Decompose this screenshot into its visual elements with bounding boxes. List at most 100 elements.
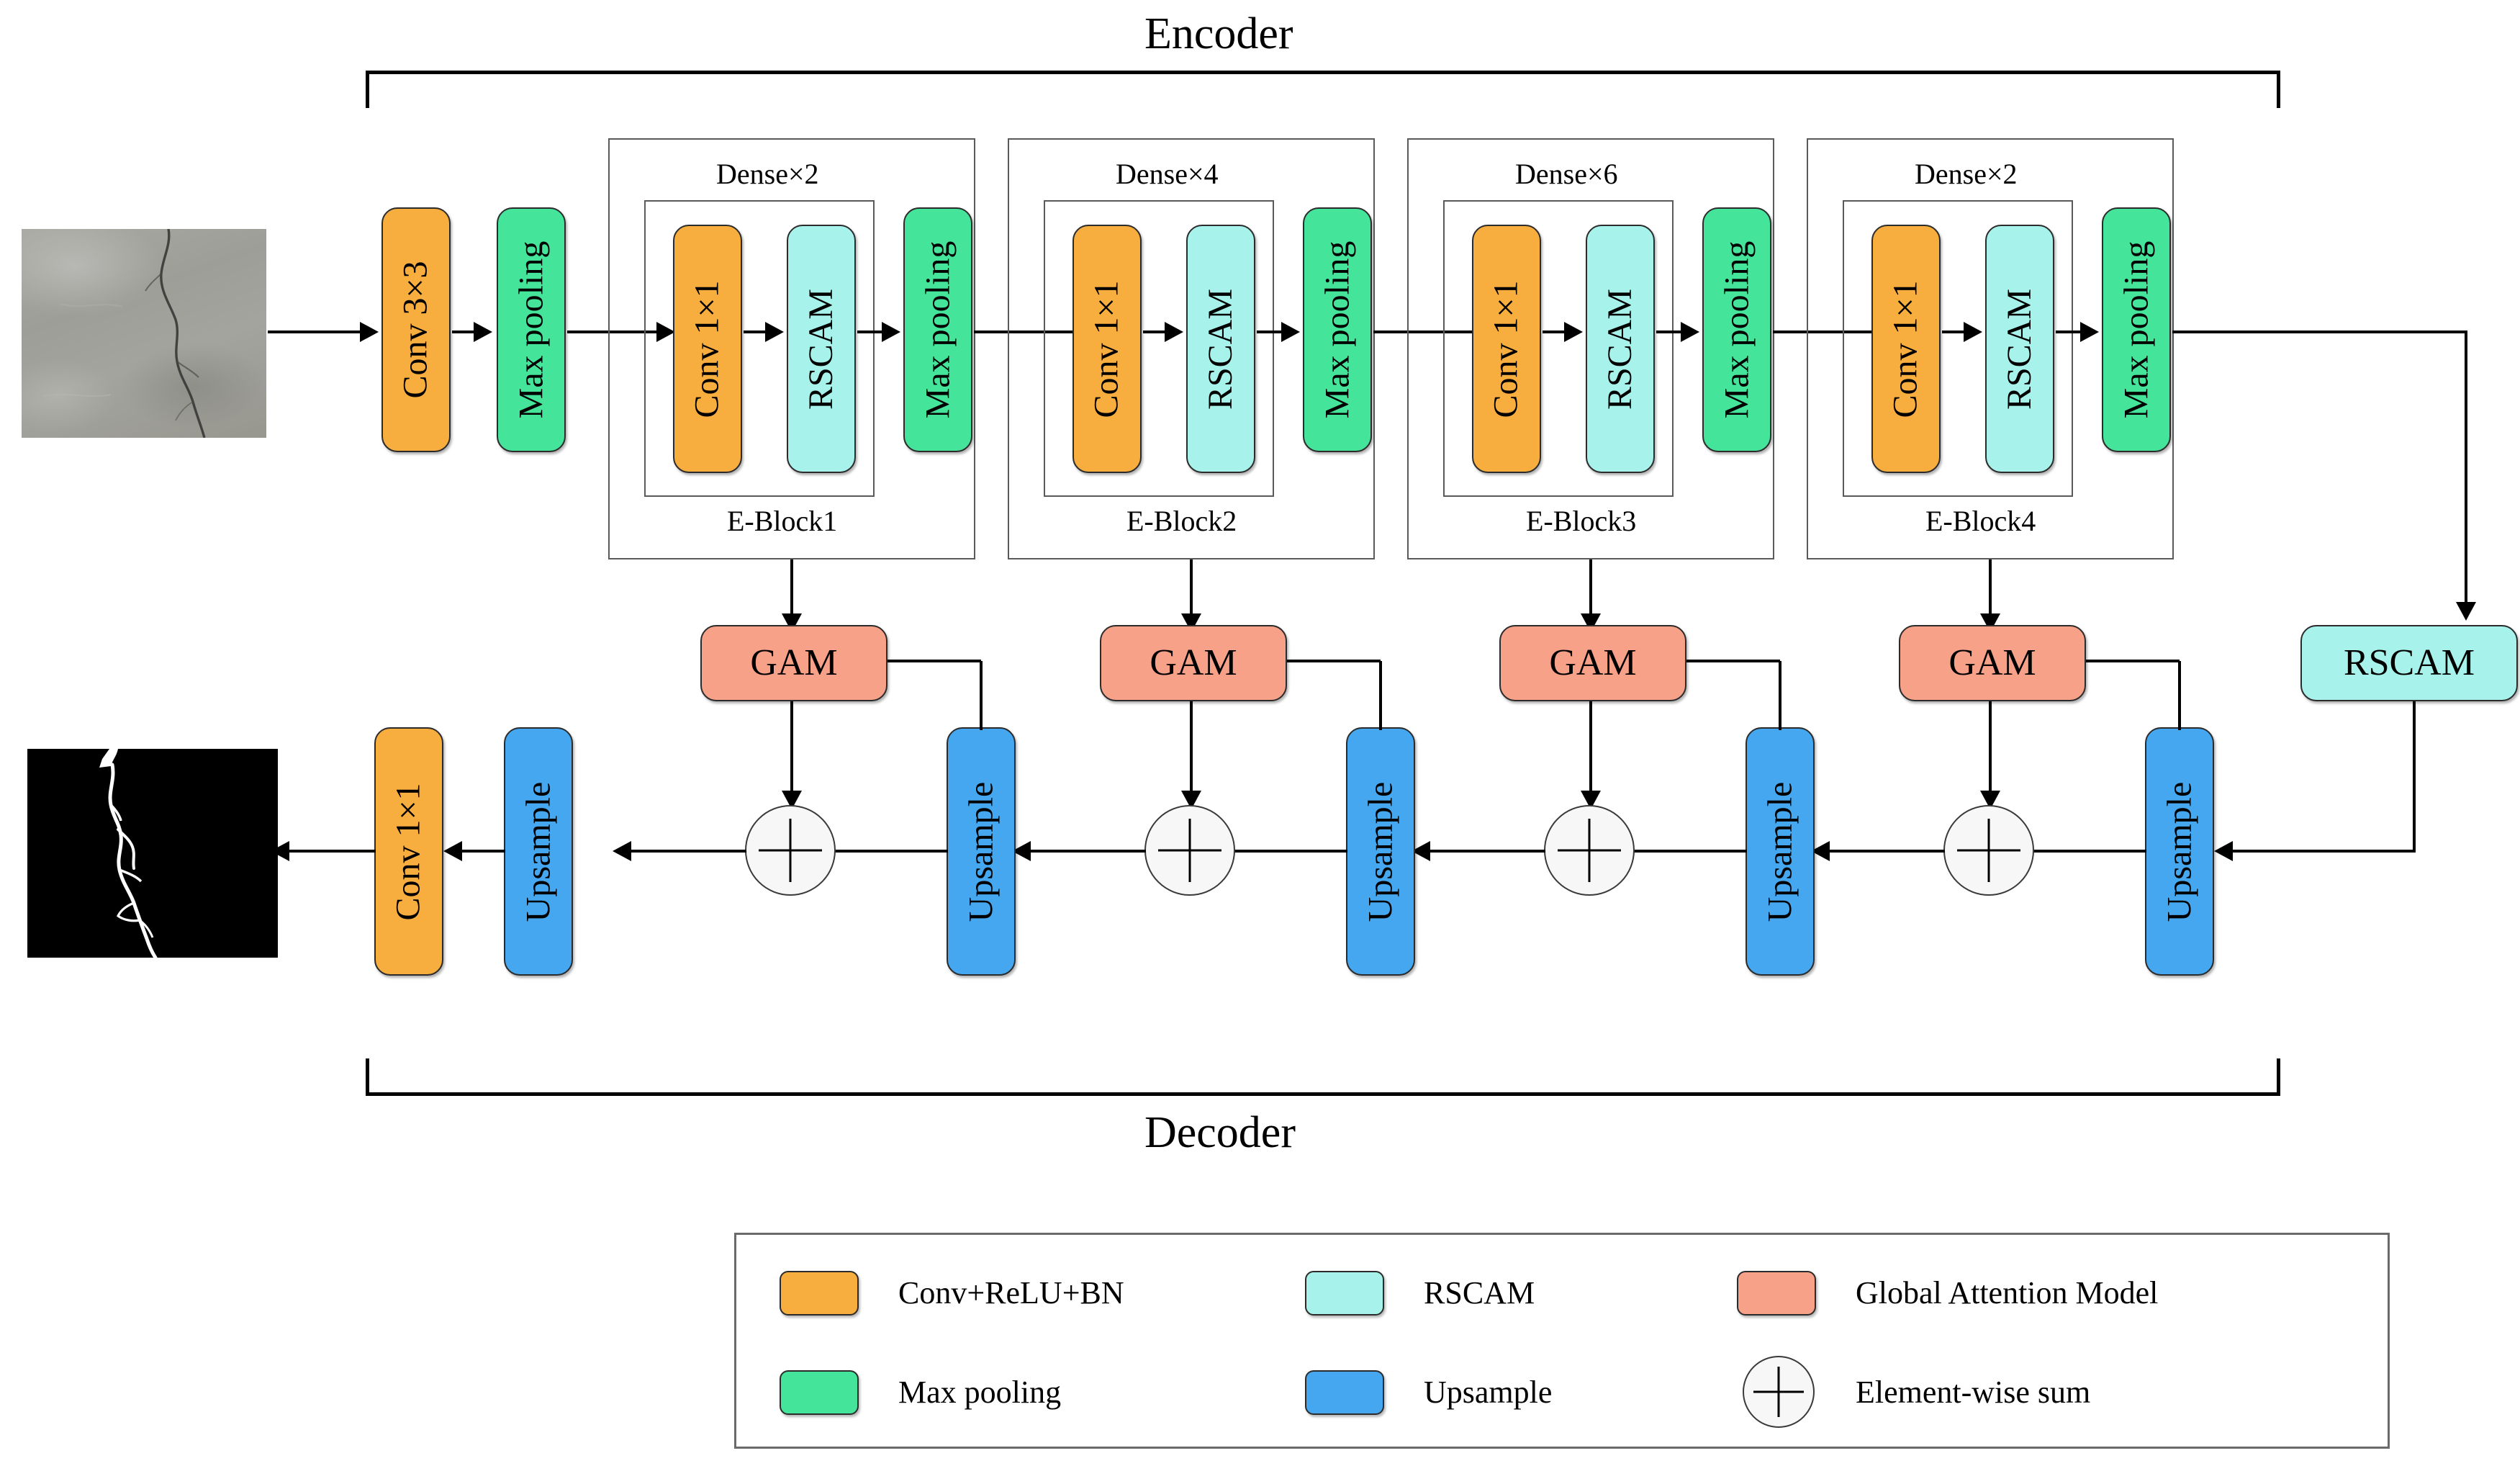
bottleneck-rscam-block[interactable]: RSCAM — [2300, 625, 2518, 701]
eblock1-rscam-label: RSCAM — [802, 288, 841, 410]
final-conv-1x1-block[interactable]: Conv 1×1 — [374, 727, 443, 976]
line-ups2-to-gam1-h — [810, 660, 981, 662]
eblock3-conv-1x1-label: Conv 1×1 — [1487, 279, 1525, 418]
line-ups2-to-sum1 — [817, 850, 948, 853]
stem-conv-3x3-block[interactable]: Conv 3×3 — [381, 207, 451, 452]
eblock1-rscam-block[interactable]: RSCAM — [787, 225, 856, 473]
gam-2-block[interactable]: GAM — [1100, 625, 1287, 701]
arrowhead-eblock1-rscam-to-pool — [882, 322, 900, 342]
arrowhead-eblock2-rscam-to-pool — [1281, 322, 1300, 342]
legend-swatch-max-pooling — [780, 1370, 859, 1415]
gam-1-label: GAM — [750, 642, 838, 683]
eblock4-conv-1x1-block[interactable]: Conv 1×1 — [1871, 225, 1941, 473]
eblock1-conv-1x1-label: Conv 1×1 — [688, 279, 726, 418]
arrow-eblock1-to-eblock2 — [974, 330, 1082, 333]
legend-label-element-wise-sum: Element-wise sum — [1856, 1375, 2091, 1410]
eblock1-name-label: E-Block1 — [727, 505, 838, 537]
upsample-3-label: Upsample — [1361, 781, 1399, 922]
upsample-4-block[interactable]: Upsample — [1746, 727, 1815, 976]
arrowhead-sum1-to-ups1 — [613, 841, 631, 861]
eblock3-rscam-block[interactable]: RSCAM — [1586, 225, 1655, 473]
eblock1-dense-box — [644, 200, 875, 497]
element-wise-sum-2 — [1144, 805, 1235, 896]
eblock2-dense-box — [1044, 200, 1274, 497]
eblock4-max-pooling-block[interactable]: Max pooling — [2102, 207, 2171, 452]
eblock2-rscam-label: RSCAM — [1201, 288, 1240, 410]
stem-max-pooling-block[interactable]: Max pooling — [497, 207, 566, 452]
legend-panel: Conv+ReLU+BN RSCAM Global Attention Mode… — [734, 1233, 2390, 1449]
eblock4-rscam-label: RSCAM — [2000, 288, 2039, 410]
skip-eblock3-down — [1589, 559, 1592, 628]
element-wise-sum-1 — [745, 805, 836, 896]
arrow-eblock2-rscam-to-pool — [1257, 330, 1286, 333]
eblock2-dense-label: Dense×4 — [1116, 158, 1219, 190]
gam-2-label: GAM — [1150, 642, 1237, 683]
eblock4-rscam-block[interactable]: RSCAM — [1985, 225, 2054, 473]
upsample-5-label: Upsample — [2160, 781, 2198, 922]
eblock3-max-pooling-label: Max pooling — [1717, 240, 1756, 419]
eblock4-name-label: E-Block4 — [1925, 505, 2036, 537]
eblock2-rscam-block[interactable]: RSCAM — [1186, 225, 1255, 473]
arrow-eblock4-rscam-to-pool — [2056, 330, 2085, 333]
eblock3-dense-label: Dense×6 — [1515, 158, 1618, 190]
legend-swatch-element-wise-sum — [1743, 1356, 1815, 1428]
arrowhead-eblock2-conv-to-rscam — [1165, 322, 1183, 342]
upsample-2-label: Upsample — [962, 781, 1000, 922]
stem-max-pooling-label: Max pooling — [512, 240, 550, 419]
eblock3-max-pooling-block[interactable]: Max pooling — [1702, 207, 1771, 452]
skip-eblock4-down — [1989, 559, 1992, 628]
eblock2-name-label: E-Block2 — [1126, 505, 1237, 537]
final-conv-1x1-label: Conv 1×1 — [389, 782, 428, 921]
legend-swatch-conv-relu-bn — [780, 1271, 859, 1316]
line-ups4-to-gam3-v — [1779, 661, 1781, 730]
upsample-2-block[interactable]: Upsample — [947, 727, 1016, 976]
line-ups4-to-sum3 — [1616, 850, 1747, 853]
arrow-eblock2-conv-to-rscam — [1143, 330, 1168, 333]
bottleneck-rscam-label: RSCAM — [2343, 642, 2475, 683]
eblock1-conv-1x1-block[interactable]: Conv 1×1 — [673, 225, 742, 473]
upsample-4-label: Upsample — [1761, 781, 1799, 922]
arrow-conv-to-pool — [452, 330, 477, 333]
legend-label-max-pooling: Max pooling — [898, 1375, 1062, 1410]
line-final-conv-to-output — [288, 850, 376, 853]
eblock2-outer-box — [1008, 138, 1375, 559]
line-bottleneck-left-to-ups5 — [2231, 850, 2414, 853]
upsample-5-block[interactable]: Upsample — [2145, 727, 2214, 976]
line-ups3-to-gam2-h — [1209, 660, 1381, 662]
element-wise-sum-3 — [1544, 805, 1635, 896]
upsample-1-block[interactable]: Upsample — [504, 727, 573, 976]
eblock1-outer-box — [608, 138, 975, 559]
line-gam1-to-sum1 — [790, 701, 793, 802]
line-sum2-to-ups2 — [1029, 850, 1146, 853]
arrow-eblock2-to-eblock3 — [1373, 330, 1481, 333]
arrowhead-eblock1-conv-to-rscam — [765, 322, 784, 342]
legend-swatch-gam — [1737, 1271, 1816, 1316]
decoder-bracket — [366, 1058, 2280, 1096]
eblock1-dense-label: Dense×2 — [716, 158, 819, 190]
gam-3-block[interactable]: GAM — [1499, 625, 1686, 701]
arrowhead-pool-to-eblock1 — [656, 322, 675, 342]
legend-swatch-upsample — [1305, 1370, 1384, 1415]
eblock4-conv-1x1-label: Conv 1×1 — [1887, 279, 1925, 418]
encoder-label: Encoder — [1144, 9, 1293, 58]
eblock2-max-pooling-block[interactable]: Max pooling — [1303, 207, 1372, 452]
line-ups5-to-gam4-v — [2178, 661, 2181, 730]
eblock3-outer-box — [1407, 138, 1774, 559]
arrowhead-ups1-to-final-conv — [443, 841, 462, 861]
eblock1-max-pooling-block[interactable]: Max pooling — [903, 207, 972, 452]
eblock4-dense-label: Dense×2 — [1915, 158, 2018, 190]
eblock3-conv-1x1-block[interactable]: Conv 1×1 — [1472, 225, 1541, 473]
gam-4-block[interactable]: GAM — [1899, 625, 2086, 701]
upsample-3-block[interactable]: Upsample — [1346, 727, 1415, 976]
output-crack-mask — [27, 749, 278, 958]
legend-label-gam: Global Attention Model — [1856, 1275, 2159, 1310]
line-bottleneck-down — [2465, 330, 2467, 615]
line-bottleneck-to-ups5 — [2413, 701, 2416, 853]
arrow-eblock3-conv-to-rscam — [1543, 330, 1567, 333]
decoder-label: Decoder — [1144, 1108, 1296, 1157]
line-ups2-to-gam1-v — [980, 661, 983, 730]
arrow-eblock3-rscam-to-pool — [1656, 330, 1685, 333]
eblock2-conv-1x1-block[interactable]: Conv 1×1 — [1072, 225, 1142, 473]
gam-1-block[interactable]: GAM — [700, 625, 888, 701]
